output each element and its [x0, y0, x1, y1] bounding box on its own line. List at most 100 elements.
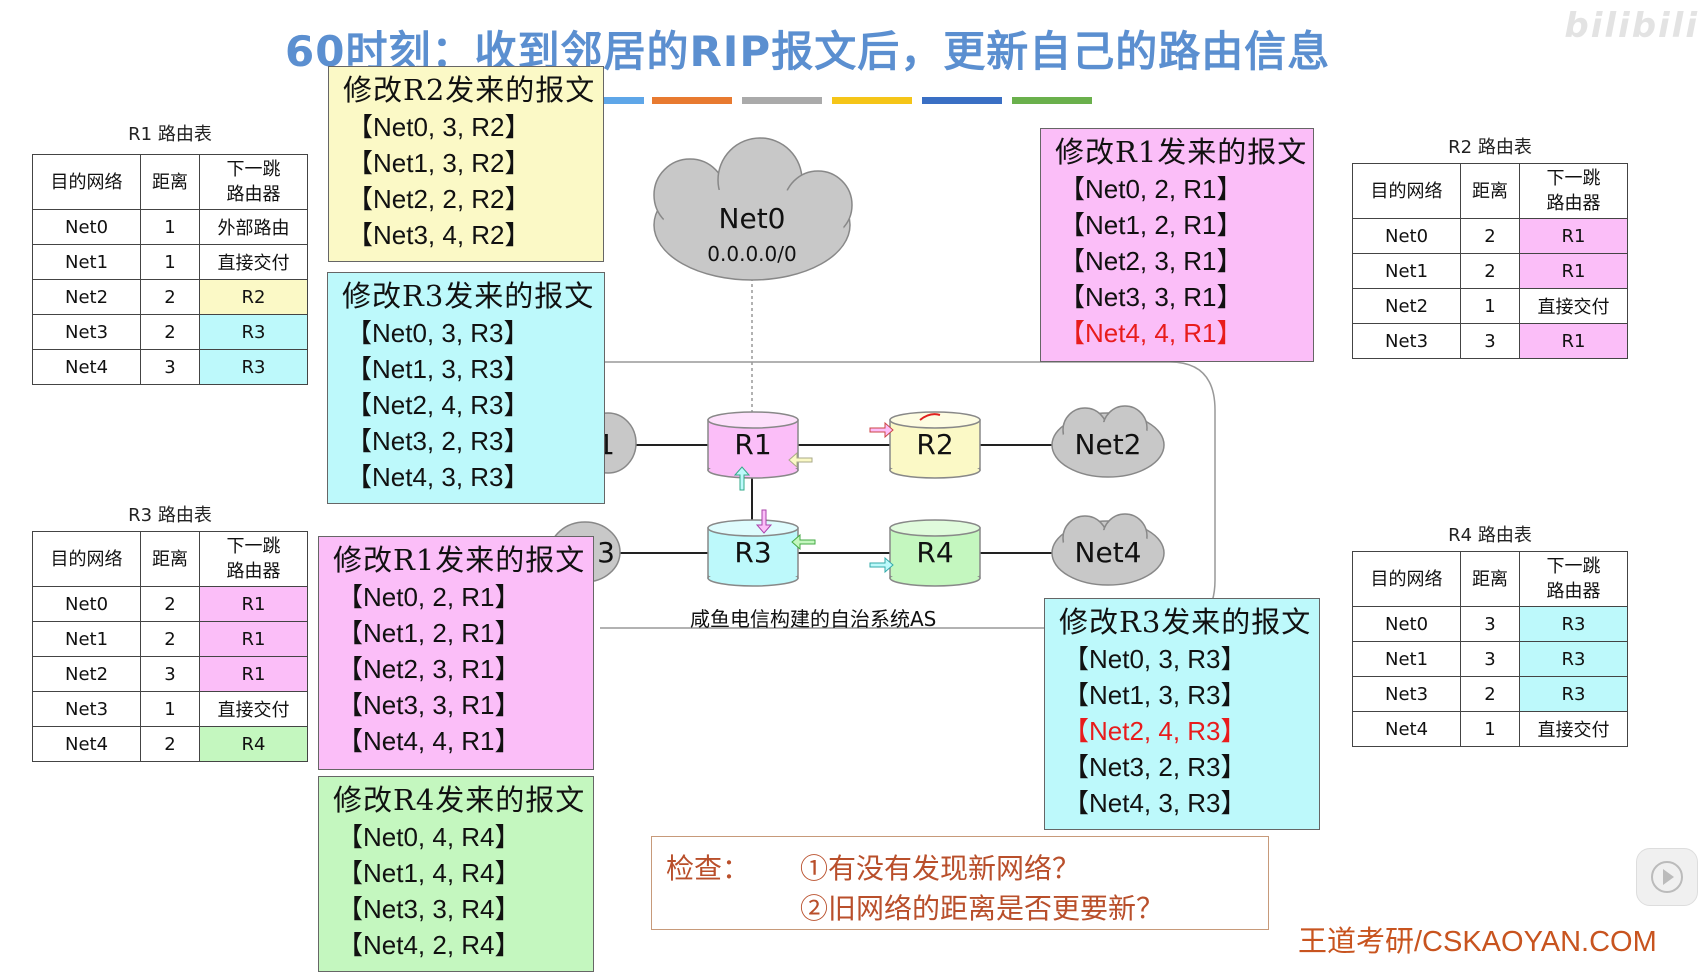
cell-dest: Net1	[1351, 253, 1462, 289]
cell-next: R1	[1518, 218, 1629, 254]
arrow-r2-to-r1-icon	[788, 451, 813, 469]
router-r4	[889, 519, 981, 587]
message-entry: 【Net2, 4, R3】	[346, 390, 530, 420]
router-r3	[707, 519, 799, 587]
cell-dist: 2	[140, 279, 200, 315]
net3-partial-label: 3	[597, 536, 615, 569]
arrow-r1-to-r3-icon	[755, 509, 773, 534]
cell-dist: 1	[1460, 288, 1520, 324]
header-next-hop: 下一跳路由器	[1518, 163, 1629, 219]
arrow-r1-to-r2-icon	[869, 421, 894, 439]
play-icon	[1651, 861, 1683, 893]
message-entry: 【Net3, 3, R1】	[337, 690, 521, 720]
message-title: 修改R3发来的报文	[342, 279, 595, 313]
r1-table-caption: R1 路由表	[128, 124, 212, 145]
message-entry: 【Net3, 3, R1】	[1059, 282, 1243, 312]
cell-next: 直接交付	[1518, 288, 1629, 324]
cell-dist: 3	[140, 656, 200, 692]
header-next-hop-line1: 下一跳	[1546, 168, 1601, 189]
net4-cloud	[1051, 513, 1165, 586]
brand-text: 王道考研/CSKAOYAN.COM	[1298, 926, 1657, 958]
cell-dist: 2	[140, 726, 200, 762]
net0-cloud	[653, 137, 853, 281]
cell-dest: Net4	[31, 349, 142, 385]
message-entry: 【Net0, 3, R3】	[1063, 644, 1247, 674]
header-next-hop-line2: 路由器	[1546, 193, 1601, 214]
cell-dest: Net4	[31, 726, 142, 762]
router-r2-label: R2	[916, 428, 954, 461]
cell-dest: Net3	[1351, 323, 1462, 359]
net2-cloud	[1051, 405, 1165, 478]
header-distance: 距离	[140, 154, 200, 210]
cell-dest: Net4	[1351, 711, 1462, 747]
cell-dist: 3	[1460, 606, 1520, 642]
message-entry: 【Net3, 3, R4】	[337, 894, 521, 924]
check-question-2: ②旧网络的距离是否更要新？	[800, 892, 1165, 925]
header-dest-network: 目的网络	[31, 531, 142, 587]
message-entry: 【Net4, 4, R1】	[337, 726, 521, 756]
message-entry: 【Net2, 2, R2】	[347, 184, 531, 214]
header-distance: 距离	[140, 531, 200, 587]
cell-next: R1	[1518, 323, 1629, 359]
table-header-row: 目的网络距离下一跳路由器	[31, 531, 309, 587]
color-bar-6	[1012, 97, 1092, 104]
as-boundary	[600, 361, 1216, 629]
header-next-hop: 下一跳路由器	[1518, 551, 1629, 607]
message-entry: 【Net1, 3, R3】	[1063, 680, 1247, 710]
router-r2	[889, 411, 981, 479]
cell-dest: Net2	[31, 279, 142, 315]
color-bar-2	[652, 97, 732, 104]
net2-label: Net2	[1074, 428, 1142, 461]
header-dest-network: 目的网络	[1351, 163, 1462, 219]
header-next-hop-line2: 路由器	[1546, 581, 1601, 602]
message-entry: 【Net0, 2, R1】	[1059, 174, 1243, 204]
cell-next: R2	[198, 279, 309, 315]
router-r1	[707, 411, 799, 479]
cell-dist: 2	[1460, 253, 1520, 289]
table-header-row: 目的网络距离下一跳路由器	[31, 154, 309, 210]
cell-dist: 1	[140, 691, 200, 727]
message-entry: 【Net0, 4, R4】	[337, 822, 521, 852]
message-entry: 【Net3, 2, R3】	[1063, 752, 1247, 782]
router-r1-label: R1	[734, 428, 772, 461]
message-from-r1-to-r3: 修改R1发来的报文【Net0, 2, R1】【Net1, 2, R1】【Net2…	[318, 536, 594, 770]
router-r3-label: R3	[734, 536, 772, 569]
cell-next: R1	[198, 586, 309, 622]
message-entry: 【Net1, 3, R3】	[346, 354, 530, 384]
net4-label: Net4	[1074, 536, 1142, 569]
r2-table-caption: R2 路由表	[1448, 137, 1532, 158]
r3-table-caption: R3 路由表	[128, 505, 212, 526]
cell-dest: Net1	[31, 621, 142, 657]
table-header-row: 目的网络距离下一跳路由器	[1351, 163, 1629, 219]
color-bar-5	[922, 97, 1002, 104]
message-title: 修改R3发来的报文	[1059, 605, 1312, 639]
cell-next: R4	[198, 726, 309, 762]
message-entry: 【Net0, 3, R2】	[347, 112, 531, 142]
as-label: 咸鱼电信构建的自治系统AS	[690, 607, 937, 631]
header-dest-network: 目的网络	[31, 154, 142, 210]
message-entry: 【Net4, 4, R1】	[1059, 318, 1243, 348]
message-entry: 【Net0, 2, R1】	[337, 582, 521, 612]
message-from-r1-to-r2: 修改R1发来的报文【Net0, 2, R1】【Net1, 2, R1】【Net2…	[1040, 128, 1314, 362]
cell-dest: Net3	[31, 691, 142, 727]
cell-dist: 1	[140, 244, 200, 280]
cell-dest: Net0	[1351, 606, 1462, 642]
message-entry: 【Net1, 4, R4】	[337, 858, 521, 888]
cell-next: R3	[1518, 606, 1629, 642]
message-entry: 【Net4, 2, R4】	[337, 930, 521, 960]
play-button[interactable]	[1636, 848, 1698, 906]
cell-dist: 3	[140, 349, 200, 385]
header-distance: 距离	[1460, 163, 1520, 219]
cell-next: 直接交付	[198, 691, 309, 727]
